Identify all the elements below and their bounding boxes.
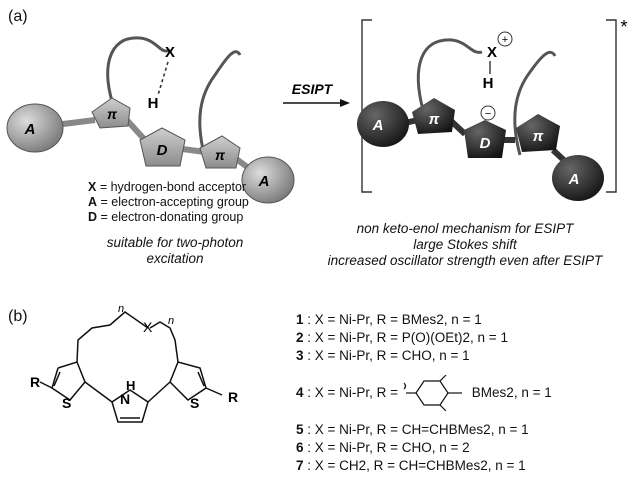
compound-3: 3 : X = Ni-Pr, R = CHO, n = 1	[296, 348, 470, 363]
right-h-atom: H	[483, 75, 494, 92]
r-left: R	[30, 374, 40, 390]
legend-item-d: D = electron-donating group	[88, 210, 244, 224]
right-x-atom: X	[487, 44, 497, 61]
h-atom: H	[126, 378, 135, 393]
left-pi-label-2: π	[215, 147, 226, 163]
left-a-label-1: A	[24, 121, 36, 138]
left-x-atom: X	[165, 44, 175, 61]
n-right-label: n	[168, 315, 174, 327]
panel-a-label: (a)	[8, 8, 28, 25]
s-right: S	[190, 395, 199, 411]
right-a-label-1: A	[372, 117, 384, 134]
compound-7: 7 : X = CH2, R = CH=CHBMes2, n = 1	[296, 458, 526, 473]
left-pi-label-1: π	[107, 106, 118, 122]
right-pi-label-2: π	[533, 128, 544, 145]
s-left: S	[62, 395, 71, 411]
x-atom: X	[143, 319, 153, 335]
macrocycle-structure: R R S S N H X n n	[30, 303, 238, 423]
n-left-label: n	[118, 303, 124, 315]
compound-6: 6 : X = Ni-Pr, R = CHO, n = 2	[296, 440, 470, 455]
right-molecule: X + H − A π D π A	[357, 31, 604, 201]
left-a-label-2: A	[258, 173, 270, 190]
panel-a-legend: X = hydrogen-bond acceptor A = electron-…	[88, 180, 249, 225]
aryl-substituent-drawing	[403, 375, 462, 412]
panel-a-scheme: X H A π D π A ESIPT * X	[6, 17, 628, 204]
r-right: R	[228, 389, 238, 405]
left-d-label: D	[157, 142, 168, 159]
excited-mark: *	[620, 17, 627, 37]
minus-charge: −	[485, 108, 491, 120]
n-atom: N	[120, 391, 130, 407]
right-d-label: D	[480, 135, 491, 152]
left-molecule: X H A π D π A	[6, 36, 295, 204]
legend-item-x: X = hydrogen-bond acceptor	[88, 180, 247, 194]
compound-2: 2 : X = Ni-Pr, R = P(O)(OEt)2, n = 1	[296, 330, 508, 345]
compound-4: 4 : X = Ni-Pr, R = BMes2, n = 1	[296, 375, 552, 412]
esipt-label: ESIPT	[292, 81, 334, 97]
esipt-arrow: ESIPT	[283, 81, 350, 107]
plus-charge: +	[502, 34, 508, 46]
compound-1: 1 : X = Ni-Pr, R = BMes2, n = 1	[296, 312, 482, 327]
panel-b-label: (b)	[8, 308, 28, 325]
right-a-label-2: A	[568, 171, 580, 188]
excited-state-brackets: *	[361, 17, 628, 193]
left-h-atom: H	[148, 95, 159, 112]
right-caption: non keto-enol mechanism for ESIPT large …	[327, 221, 603, 268]
compound-5: 5 : X = Ni-Pr, R = CH=CHBMes2, n = 1	[296, 422, 529, 437]
left-caption: suitable for two-photon excitation	[106, 235, 244, 266]
legend-item-a: A = electron-accepting group	[88, 195, 249, 209]
right-pi-label-1: π	[429, 111, 440, 128]
